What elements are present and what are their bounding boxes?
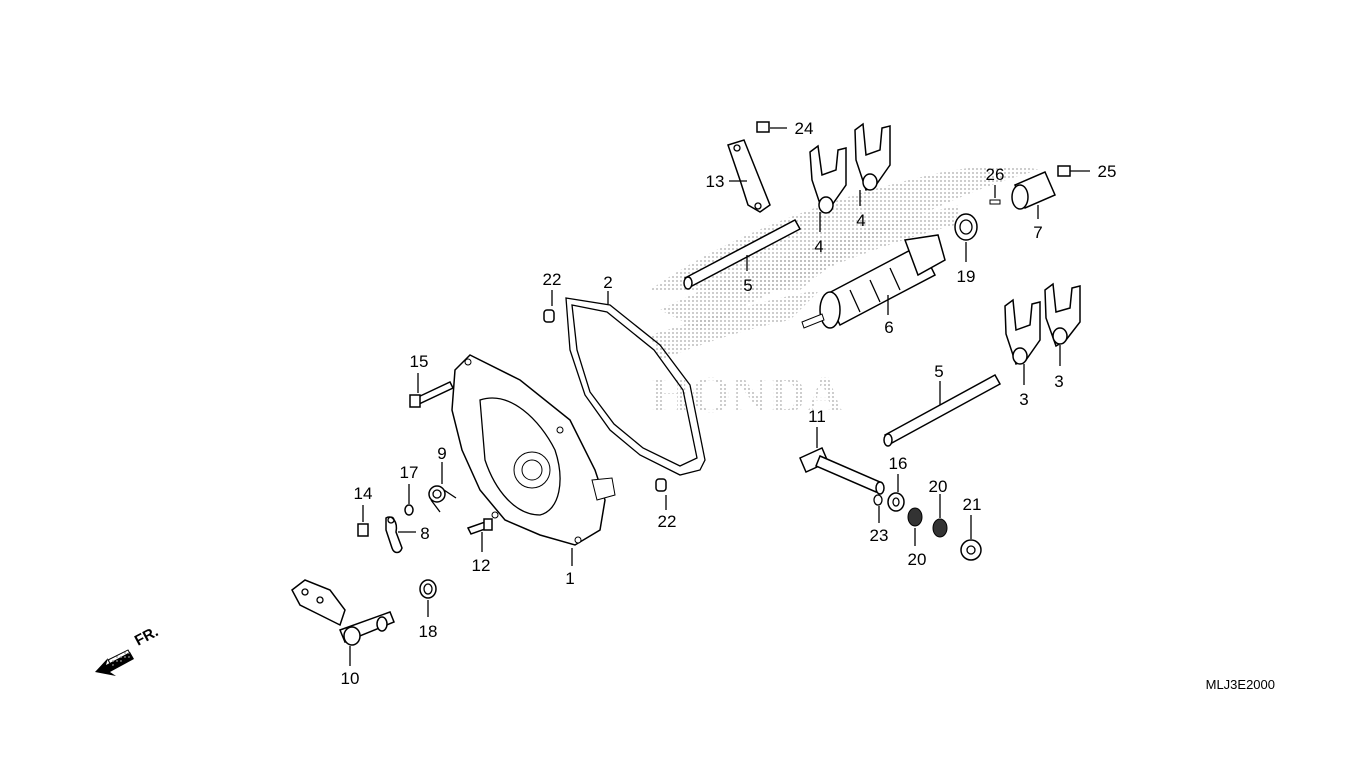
part-label-11: 11 — [808, 407, 826, 426]
part-label-4-right: 4 — [856, 211, 865, 230]
part-label-24: 24 — [795, 119, 814, 138]
part-label-19: 19 — [957, 267, 976, 286]
part-label-17: 17 — [400, 463, 419, 482]
part-number-labels: 1 2 3 3 4 4 5 5 6 7 8 9 10 11 12 13 14 1… — [341, 119, 1117, 688]
shift-fork-4-left — [809, 144, 847, 214]
part-label-23: 23 — [870, 526, 889, 545]
fork-shaft-upper — [683, 218, 802, 290]
bolt-14 — [357, 523, 369, 537]
part-label-5-upper: 5 — [743, 276, 752, 295]
part-label-15: 15 — [410, 352, 429, 371]
washer-16 — [887, 492, 905, 512]
shift-fork-3-right — [1044, 282, 1081, 348]
part-label-3-left: 3 — [1019, 390, 1028, 409]
washer-17 — [404, 504, 414, 516]
honda-wordmark: HONDA — [650, 367, 844, 424]
stud-12 — [466, 518, 493, 535]
return-spring — [428, 485, 457, 513]
part-label-10: 10 — [341, 669, 360, 688]
shift-fork-4-right — [854, 122, 891, 192]
pin-26 — [989, 199, 1001, 205]
part-label-25: 25 — [1098, 162, 1117, 181]
dowel-pin-lower — [655, 478, 667, 492]
dowel-pin-upper — [543, 309, 555, 323]
part-label-6: 6 — [884, 318, 893, 337]
part-label-13: 13 — [706, 172, 725, 191]
part-label-26: 26 — [986, 165, 1005, 184]
guide-plate — [727, 139, 771, 213]
transmission-cover — [451, 354, 616, 546]
bolt-24 — [756, 121, 770, 133]
leader-lines — [349, 127, 1090, 666]
gearshift-spindle — [291, 579, 395, 646]
front-direction-arrow: FR. — [95, 623, 161, 676]
oil-seal-18 — [419, 579, 437, 599]
stopper-arm — [385, 516, 403, 554]
front-label: FR. — [132, 623, 161, 649]
part-label-7: 7 — [1033, 223, 1042, 242]
shift-fork-3-left — [1004, 298, 1041, 365]
part-label-21: 21 — [963, 495, 982, 514]
part-label-4-left: 4 — [814, 237, 823, 256]
part-label-18: 18 — [419, 622, 438, 641]
part-label-12: 12 — [472, 556, 491, 575]
part-label-8: 8 — [420, 524, 429, 543]
part-label-20-lower: 20 — [908, 550, 927, 569]
seal-21 — [960, 539, 982, 561]
part-label-2: 2 — [603, 273, 612, 292]
fork-shaft-lower — [883, 373, 1002, 447]
bolt-15 — [409, 381, 455, 408]
collar-20-left — [907, 507, 923, 527]
part-label-22-lower: 22 — [658, 512, 677, 531]
bearing-19 — [954, 213, 978, 241]
shift-drum — [801, 234, 946, 329]
part-label-3-right: 3 — [1054, 372, 1063, 391]
circlip-23 — [873, 494, 883, 506]
shift-shaft-11 — [799, 447, 885, 495]
part-label-16: 16 — [889, 454, 908, 473]
collar-20-right — [932, 518, 948, 538]
diagram-code: MLJ3E2000 — [1206, 677, 1275, 692]
part-label-5-lower: 5 — [934, 362, 943, 381]
part-label-9: 9 — [437, 444, 446, 463]
part-label-22-upper: 22 — [543, 270, 562, 289]
part-label-14: 14 — [354, 484, 373, 503]
bolt-25 — [1057, 165, 1071, 177]
part-label-20-upper: 20 — [929, 477, 948, 496]
gear-position-sensor — [1011, 171, 1056, 210]
gasket — [565, 297, 706, 476]
part-label-1: 1 — [565, 569, 574, 588]
